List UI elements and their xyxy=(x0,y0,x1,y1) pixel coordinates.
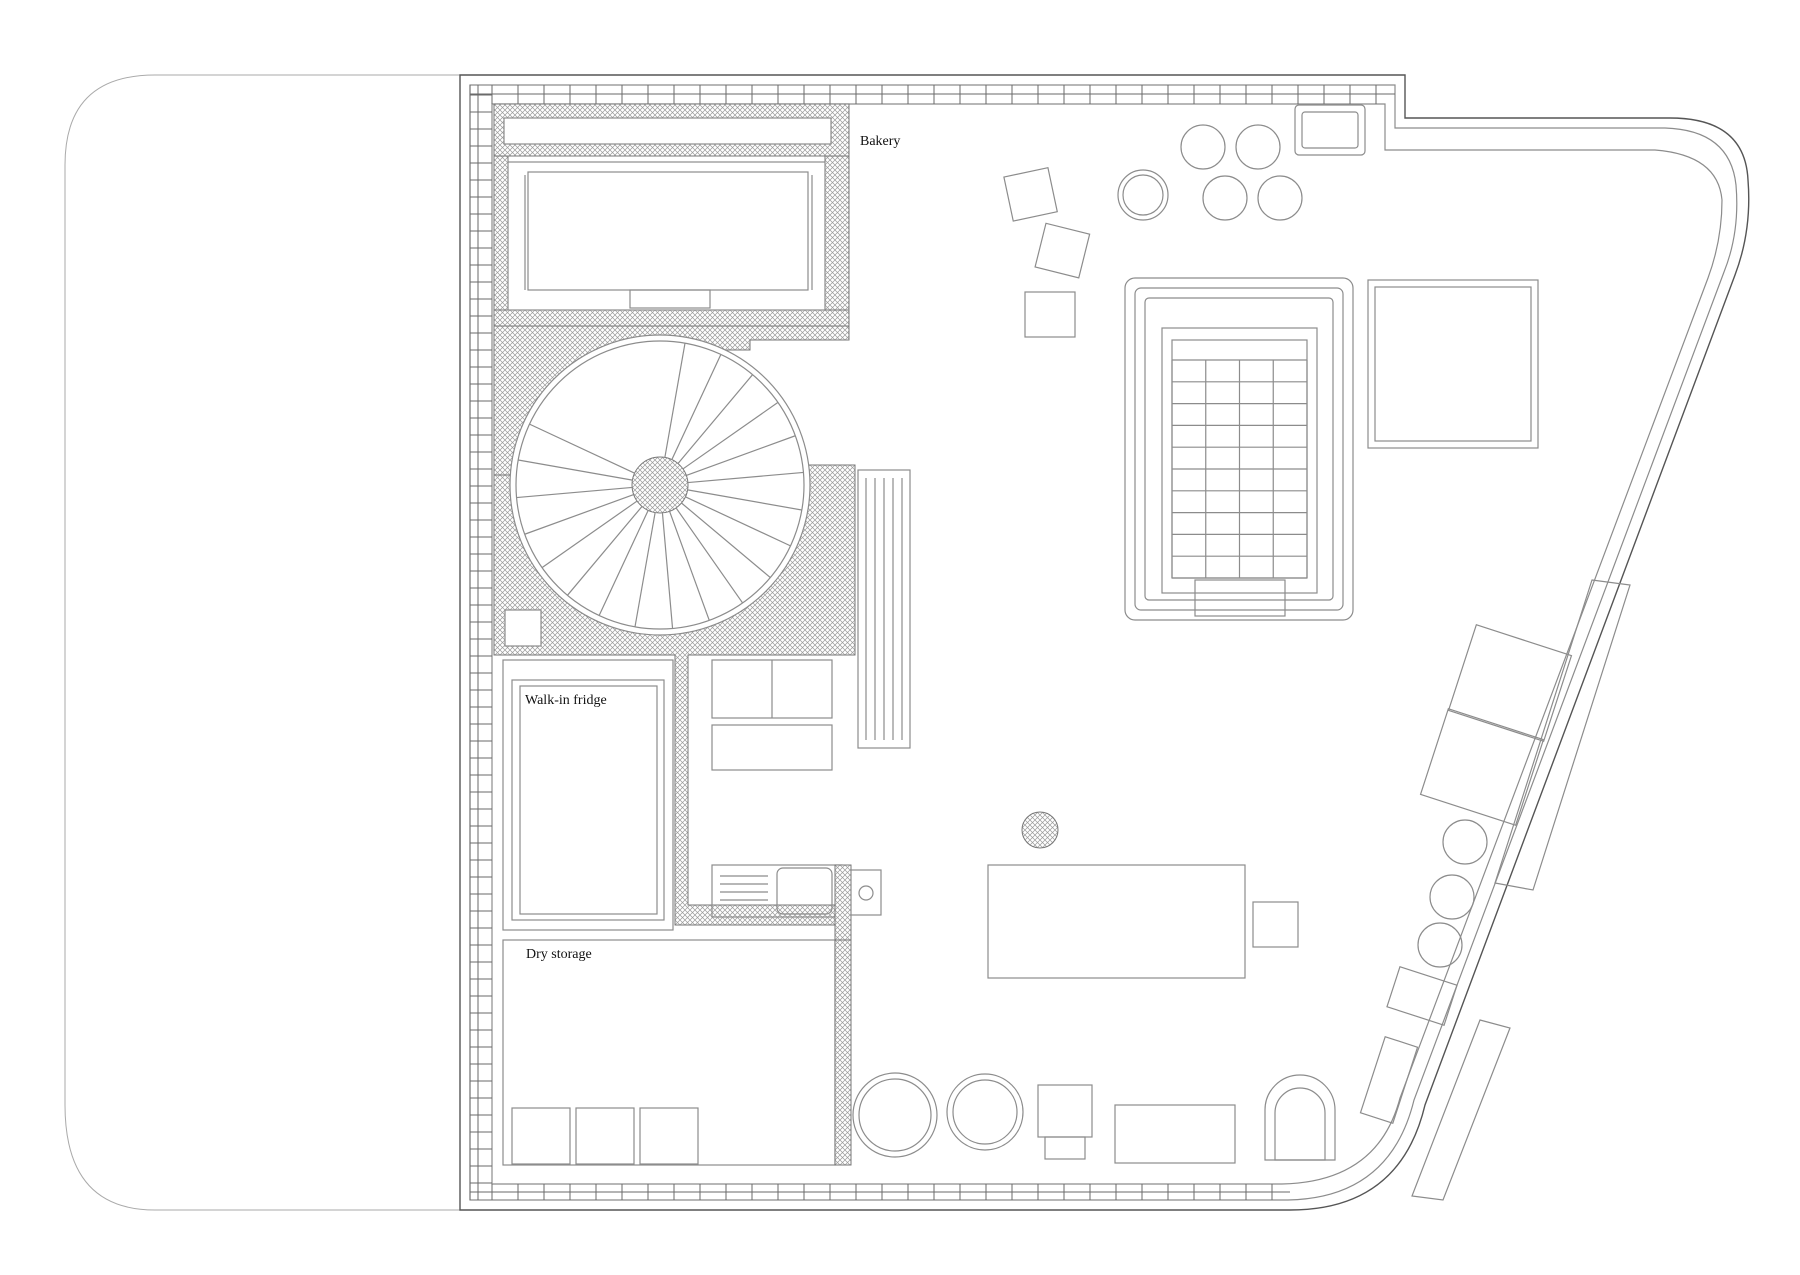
stair-tread xyxy=(671,354,722,460)
stair-tread xyxy=(686,435,796,476)
stair-tread xyxy=(682,401,779,470)
stair-tread xyxy=(675,507,744,604)
terrace-outline xyxy=(64,74,460,1211)
bottom-wall-bricks xyxy=(491,1184,1273,1200)
bakery-counter xyxy=(493,103,850,327)
chairs xyxy=(1003,166,1091,338)
right-side-units xyxy=(1359,623,1573,1125)
column xyxy=(1021,811,1059,849)
stair-tread xyxy=(529,423,635,474)
bakery-label: Bakery xyxy=(860,134,900,149)
stair-tread xyxy=(524,494,634,535)
stair-tread xyxy=(516,486,633,499)
stair-tread xyxy=(598,510,649,616)
mixer-machines xyxy=(852,1072,1336,1164)
stair-tread xyxy=(634,512,656,627)
walk-in-fridge-label: Walk-in fridge xyxy=(525,693,607,708)
pillar-block xyxy=(504,609,542,647)
dry-storage-room xyxy=(502,939,852,1166)
storage-bins xyxy=(1117,124,1303,221)
drying-rack xyxy=(857,469,911,749)
kitchen-cabinets xyxy=(711,659,833,771)
stair-tread xyxy=(687,471,804,484)
work-table xyxy=(987,864,1246,979)
spiral-staircase xyxy=(509,334,811,636)
top-right-basin xyxy=(1294,104,1366,156)
stair-tread xyxy=(661,512,674,629)
right-wall-windows xyxy=(1411,579,1631,1201)
dry-storage-label: Dry storage xyxy=(526,947,592,962)
stair-tread xyxy=(685,496,791,547)
stair-tread xyxy=(681,502,771,579)
top-wall-bricks xyxy=(491,85,1377,104)
stair-tread xyxy=(518,459,633,481)
stair-tread xyxy=(541,500,638,569)
oven-grid xyxy=(1171,359,1308,579)
stair-tread xyxy=(687,489,802,511)
walk-in-fridge-room xyxy=(502,659,674,931)
outer-wall xyxy=(459,74,1750,1211)
left-wall-bricks xyxy=(470,94,492,1184)
stair-tread xyxy=(677,374,754,464)
stair-tread xyxy=(664,343,686,458)
square-table xyxy=(1367,279,1539,449)
stair-tread xyxy=(566,506,643,596)
stool xyxy=(1252,901,1299,948)
stair-tread xyxy=(669,511,710,621)
bakery-oven xyxy=(507,161,826,311)
